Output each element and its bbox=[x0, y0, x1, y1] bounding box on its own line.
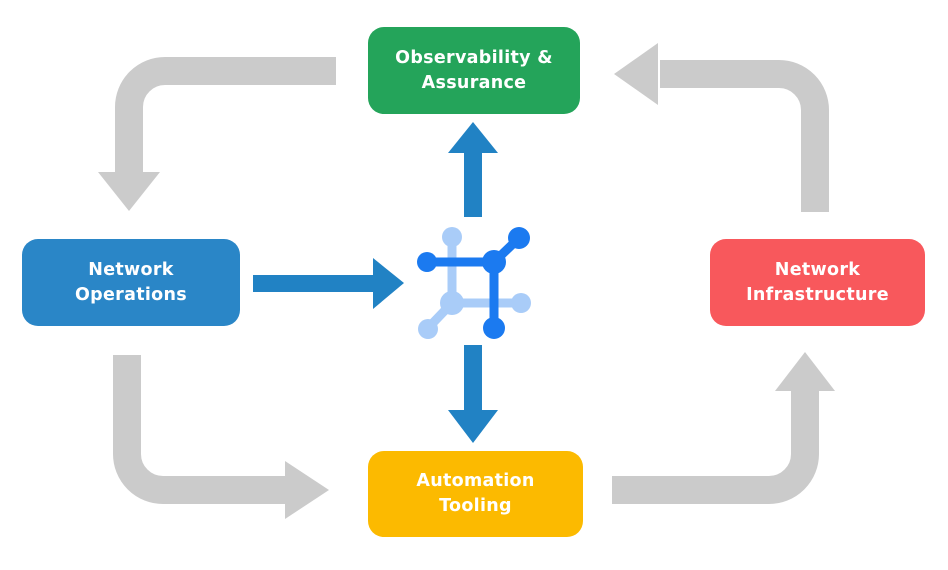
node-automation-tooling: Automation Tooling bbox=[368, 451, 583, 537]
cycle-arrow-infrastructure-to-observability bbox=[614, 43, 829, 212]
cycle-arrow-observability-to-operations bbox=[98, 57, 336, 211]
node-label-line: Network bbox=[774, 259, 861, 280]
node-network-operations: Network Operations bbox=[22, 239, 240, 326]
arrowhead-up bbox=[448, 122, 498, 153]
node-observability-assurance: Observability & Assurance bbox=[368, 27, 580, 114]
cycle-arrow-tooling-to-infrastructure bbox=[612, 352, 835, 504]
icon-light-nodes bbox=[418, 227, 531, 339]
arrowhead-left bbox=[614, 43, 658, 105]
node-label-line: Network bbox=[88, 259, 174, 280]
node-label-line: Automation bbox=[416, 471, 535, 492]
hub-arrow-center-to-tooling bbox=[448, 345, 498, 443]
hub-arrow-operations-to-center bbox=[253, 258, 404, 309]
arrowhead-down bbox=[448, 410, 498, 443]
arrowhead-up bbox=[775, 352, 835, 391]
arrowhead-right bbox=[373, 258, 404, 309]
hub-arrow-center-to-observability bbox=[448, 122, 498, 217]
icon-dark-nodes bbox=[417, 227, 530, 339]
node-label-line: Assurance bbox=[421, 72, 527, 93]
node-label-line: Tooling bbox=[439, 496, 512, 516]
node-network-infrastructure: Network Infrastructure bbox=[710, 239, 925, 326]
node-label-line: Infrastructure bbox=[746, 284, 889, 305]
node-label-line: Operations bbox=[75, 284, 187, 305]
arrowhead-right bbox=[285, 461, 329, 519]
node-label-line: Observability & bbox=[395, 47, 553, 68]
network-automation-icon bbox=[417, 227, 531, 339]
cycle-arrow-operations-to-tooling bbox=[113, 355, 329, 519]
arrowhead-down bbox=[98, 172, 160, 211]
